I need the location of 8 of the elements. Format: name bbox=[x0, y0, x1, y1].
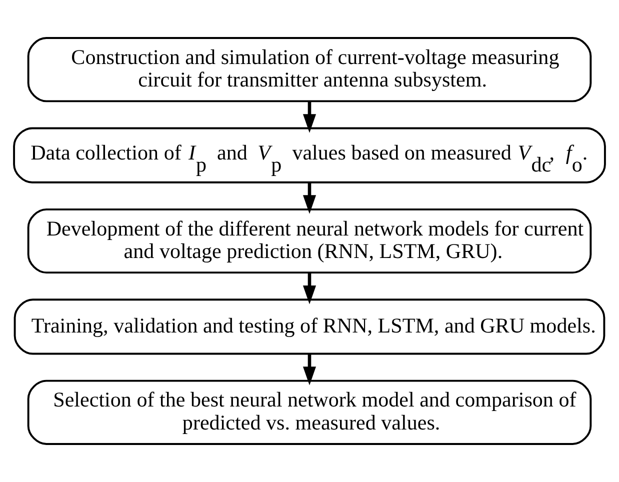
arrow bbox=[302, 182, 316, 214]
node-box: Development of the different neural network models for current and voltage prediction (RNN, LSTM, GRU). bbox=[27, 208, 592, 274]
node-box: Training, validation and testing of RNN, LSTM, and GRU models. bbox=[14, 298, 606, 355]
arrow bbox=[302, 272, 316, 304]
arrow bbox=[302, 354, 316, 386]
node-box: Selection of the best neural network model and comparison of predicted vs. measured values. bbox=[27, 380, 592, 445]
node-box: Construction and simulation of current-voltage measuring circuit for transmitter antenna subsystem. bbox=[27, 37, 592, 102]
arrow bbox=[302, 101, 316, 133]
